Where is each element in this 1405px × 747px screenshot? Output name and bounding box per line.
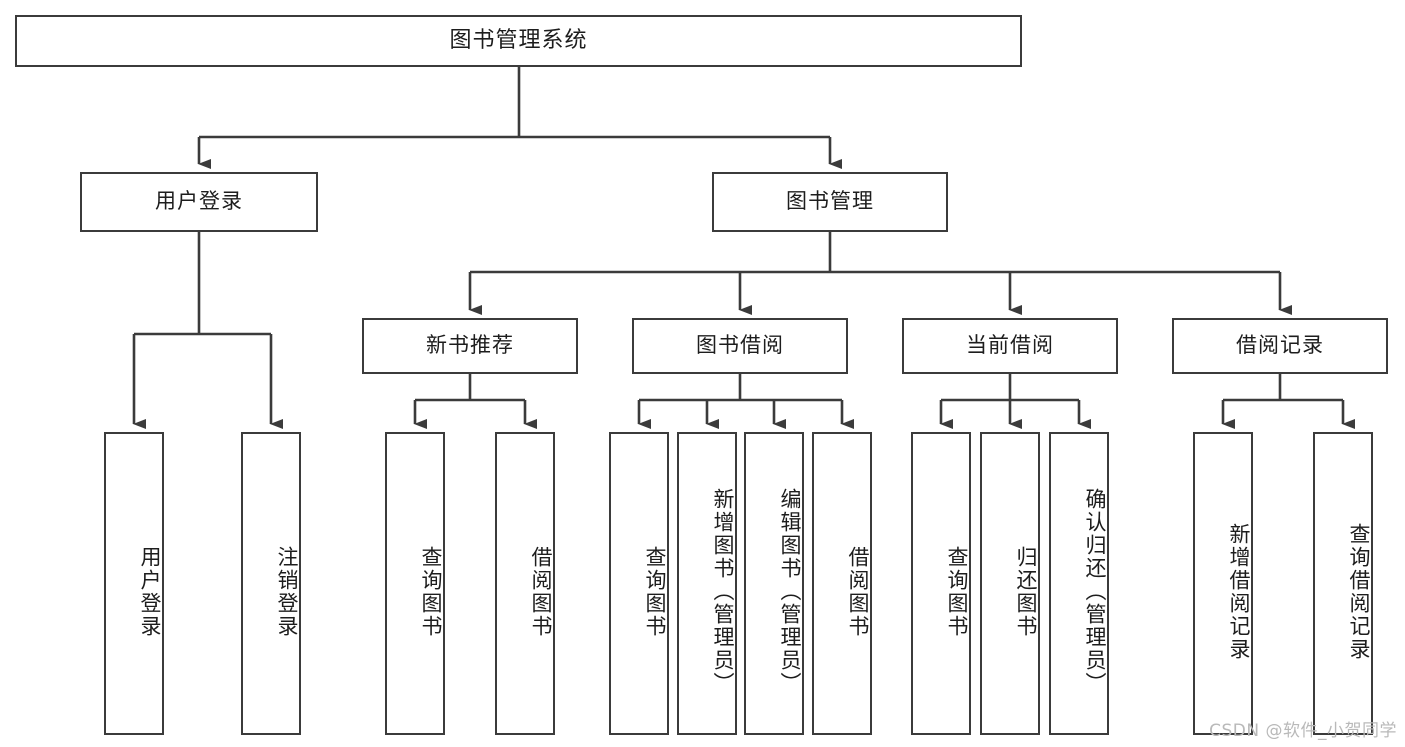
leaf-record-search-label: 查询借阅记录 bbox=[1347, 522, 1371, 661]
node-new-book-recommend[interactable]: 新书推荐 bbox=[362, 318, 578, 374]
leaf-recommend-query-book[interactable]: 查询图书 bbox=[385, 432, 445, 735]
leaf-borrow-add-book[interactable]: 新增图书（管理员） bbox=[677, 432, 737, 735]
leaf-current-query-book[interactable]: 查询图书 bbox=[911, 432, 971, 735]
leaf-borrow-edit-book-label: 编辑图书（管理员） bbox=[778, 488, 802, 695]
leaf-user-logout-label: 注销登录 bbox=[275, 545, 299, 638]
leaf-user-login-label: 用户登录 bbox=[138, 545, 162, 638]
node-new-book-recommend-label: 新书推荐 bbox=[426, 333, 514, 358]
leaf-user-logout[interactable]: 注销登录 bbox=[241, 432, 301, 735]
leaf-record-search[interactable]: 查询借阅记录 bbox=[1313, 432, 1373, 735]
node-root-label: 图书管理系统 bbox=[449, 27, 588, 53]
watermark: CSDN @软件_小贺同学 bbox=[1209, 721, 1397, 741]
node-book-borrow[interactable]: 图书借阅 bbox=[632, 318, 848, 374]
node-borrow-record-label: 借阅记录 bbox=[1236, 333, 1324, 358]
node-book-borrow-label: 图书借阅 bbox=[696, 333, 784, 358]
leaf-recommend-query-book-label: 查询图书 bbox=[419, 545, 443, 638]
node-book-management-label: 图书管理 bbox=[786, 189, 874, 214]
leaf-current-confirm-return[interactable]: 确认归还（管理员） bbox=[1049, 432, 1109, 735]
leaf-record-add[interactable]: 新增借阅记录 bbox=[1193, 432, 1253, 735]
leaf-borrow-lend-book[interactable]: 借阅图书 bbox=[812, 432, 872, 735]
leaf-current-return-book[interactable]: 归还图书 bbox=[980, 432, 1040, 735]
leaf-borrow-query-book-label: 查询图书 bbox=[643, 545, 667, 638]
node-current-borrow-label: 当前借阅 bbox=[966, 333, 1054, 358]
node-user-login-label: 用户登录 bbox=[155, 189, 243, 214]
leaf-borrow-add-book-label: 新增图书（管理员） bbox=[711, 488, 735, 695]
node-borrow-record[interactable]: 借阅记录 bbox=[1172, 318, 1388, 374]
leaf-current-confirm-return-label: 确认归还（管理员） bbox=[1083, 488, 1107, 695]
node-book-management[interactable]: 图书管理 bbox=[712, 172, 948, 232]
leaf-borrow-edit-book[interactable]: 编辑图书（管理员） bbox=[744, 432, 804, 735]
node-current-borrow[interactable]: 当前借阅 bbox=[902, 318, 1118, 374]
node-root[interactable]: 图书管理系统 bbox=[15, 15, 1022, 67]
leaf-current-query-book-label: 查询图书 bbox=[945, 545, 969, 638]
leaf-recommend-borrow-book-label: 借阅图书 bbox=[529, 545, 553, 638]
leaf-user-login[interactable]: 用户登录 bbox=[104, 432, 164, 735]
leaf-borrow-lend-book-label: 借阅图书 bbox=[846, 545, 870, 638]
leaf-borrow-query-book[interactable]: 查询图书 bbox=[609, 432, 669, 735]
leaf-recommend-borrow-book[interactable]: 借阅图书 bbox=[495, 432, 555, 735]
node-user-login[interactable]: 用户登录 bbox=[80, 172, 318, 232]
leaf-current-return-book-label: 归还图书 bbox=[1014, 545, 1038, 638]
leaf-record-add-label: 新增借阅记录 bbox=[1227, 522, 1251, 661]
